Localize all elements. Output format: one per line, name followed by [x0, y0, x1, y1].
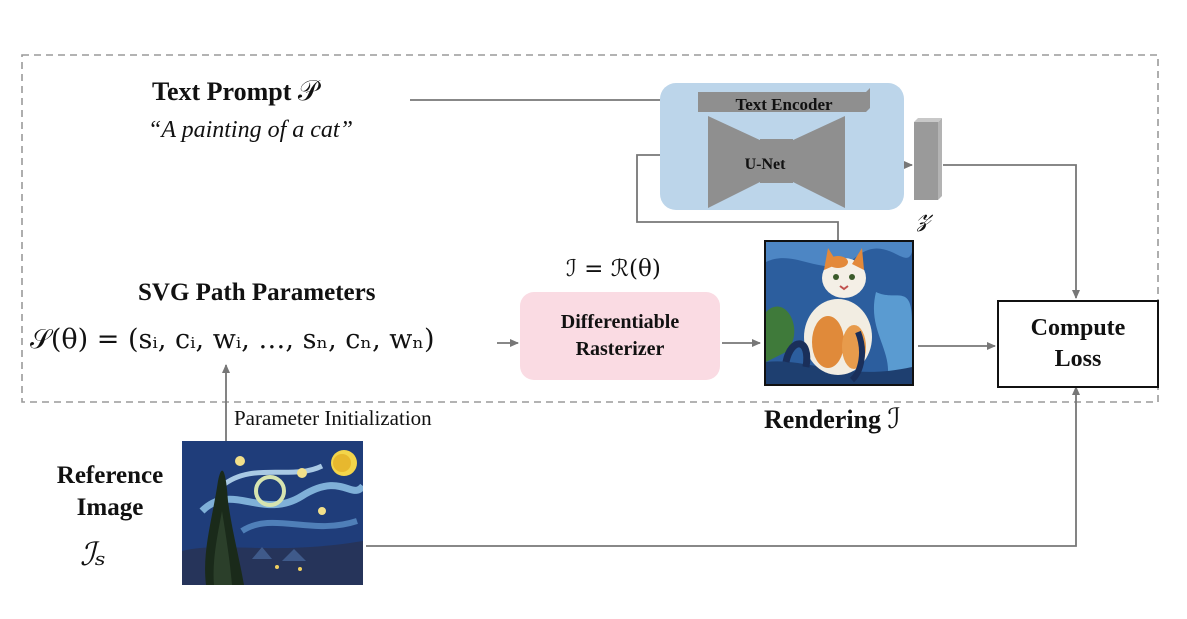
rasterizer-label-line1: Differentiable	[560, 311, 680, 333]
svg-params-formula: 𝒮(θ) = (sᵢ, cᵢ, wᵢ, …, sₙ, cₙ, wₙ)	[30, 324, 435, 355]
rendering-symbol: ℐ	[887, 402, 901, 435]
arrow-reference-to-loss	[366, 386, 1080, 547]
cat-painting-image	[766, 242, 912, 384]
unet-bottleneck	[760, 139, 793, 183]
parameter-initialization-label: Parameter Initialization	[234, 406, 432, 430]
rendering-label: Rendering	[764, 405, 881, 434]
unet-encoder-half	[708, 116, 762, 208]
unet-decoder-half	[791, 116, 845, 208]
pipeline-dashed-frame	[21, 54, 1159, 403]
rendering-image	[764, 240, 914, 386]
reference-label-line2: Image	[76, 494, 144, 521]
reference-image	[182, 441, 363, 585]
svg-params-title: SVG Path Parameters	[138, 279, 376, 306]
starry-night-image	[182, 441, 363, 585]
text-prompt-label: Text Prompt	[152, 77, 292, 106]
unet-shape	[698, 88, 870, 208]
latent-vector-block	[914, 118, 942, 200]
reference-symbol: ℐₛ	[80, 535, 106, 573]
text-prompt-heading: Text Prompt 𝒫	[152, 74, 318, 108]
arrow-render-to-unet	[636, 151, 839, 240]
reference-heading: Reference Image	[40, 460, 180, 524]
reference-label-line1: Reference	[56, 462, 164, 489]
arrow-latent-to-loss	[943, 164, 1080, 299]
loss-label-line1: Compute	[1030, 315, 1126, 341]
loss-label-line2: Loss	[1054, 346, 1102, 372]
text-encoder-label: Text Encoder	[735, 95, 833, 114]
unet-label: U-Net	[744, 156, 786, 173]
prompt-symbol: 𝒫	[297, 74, 319, 107]
latent-symbol: 𝓏	[917, 198, 931, 233]
prompt-example: “A painting of a cat”	[148, 117, 353, 143]
differentiable-rasterizer-box: Differentiable Rasterizer	[520, 292, 720, 380]
rasterizer-label-line2: Rasterizer	[575, 338, 665, 360]
text-encoder-bar	[698, 88, 870, 112]
compute-loss-box: Compute Loss	[997, 300, 1159, 388]
rasterizer-equation: ℐ = ℛ(θ)	[566, 256, 661, 282]
rendering-heading: Rendering ℐ	[764, 402, 901, 435]
